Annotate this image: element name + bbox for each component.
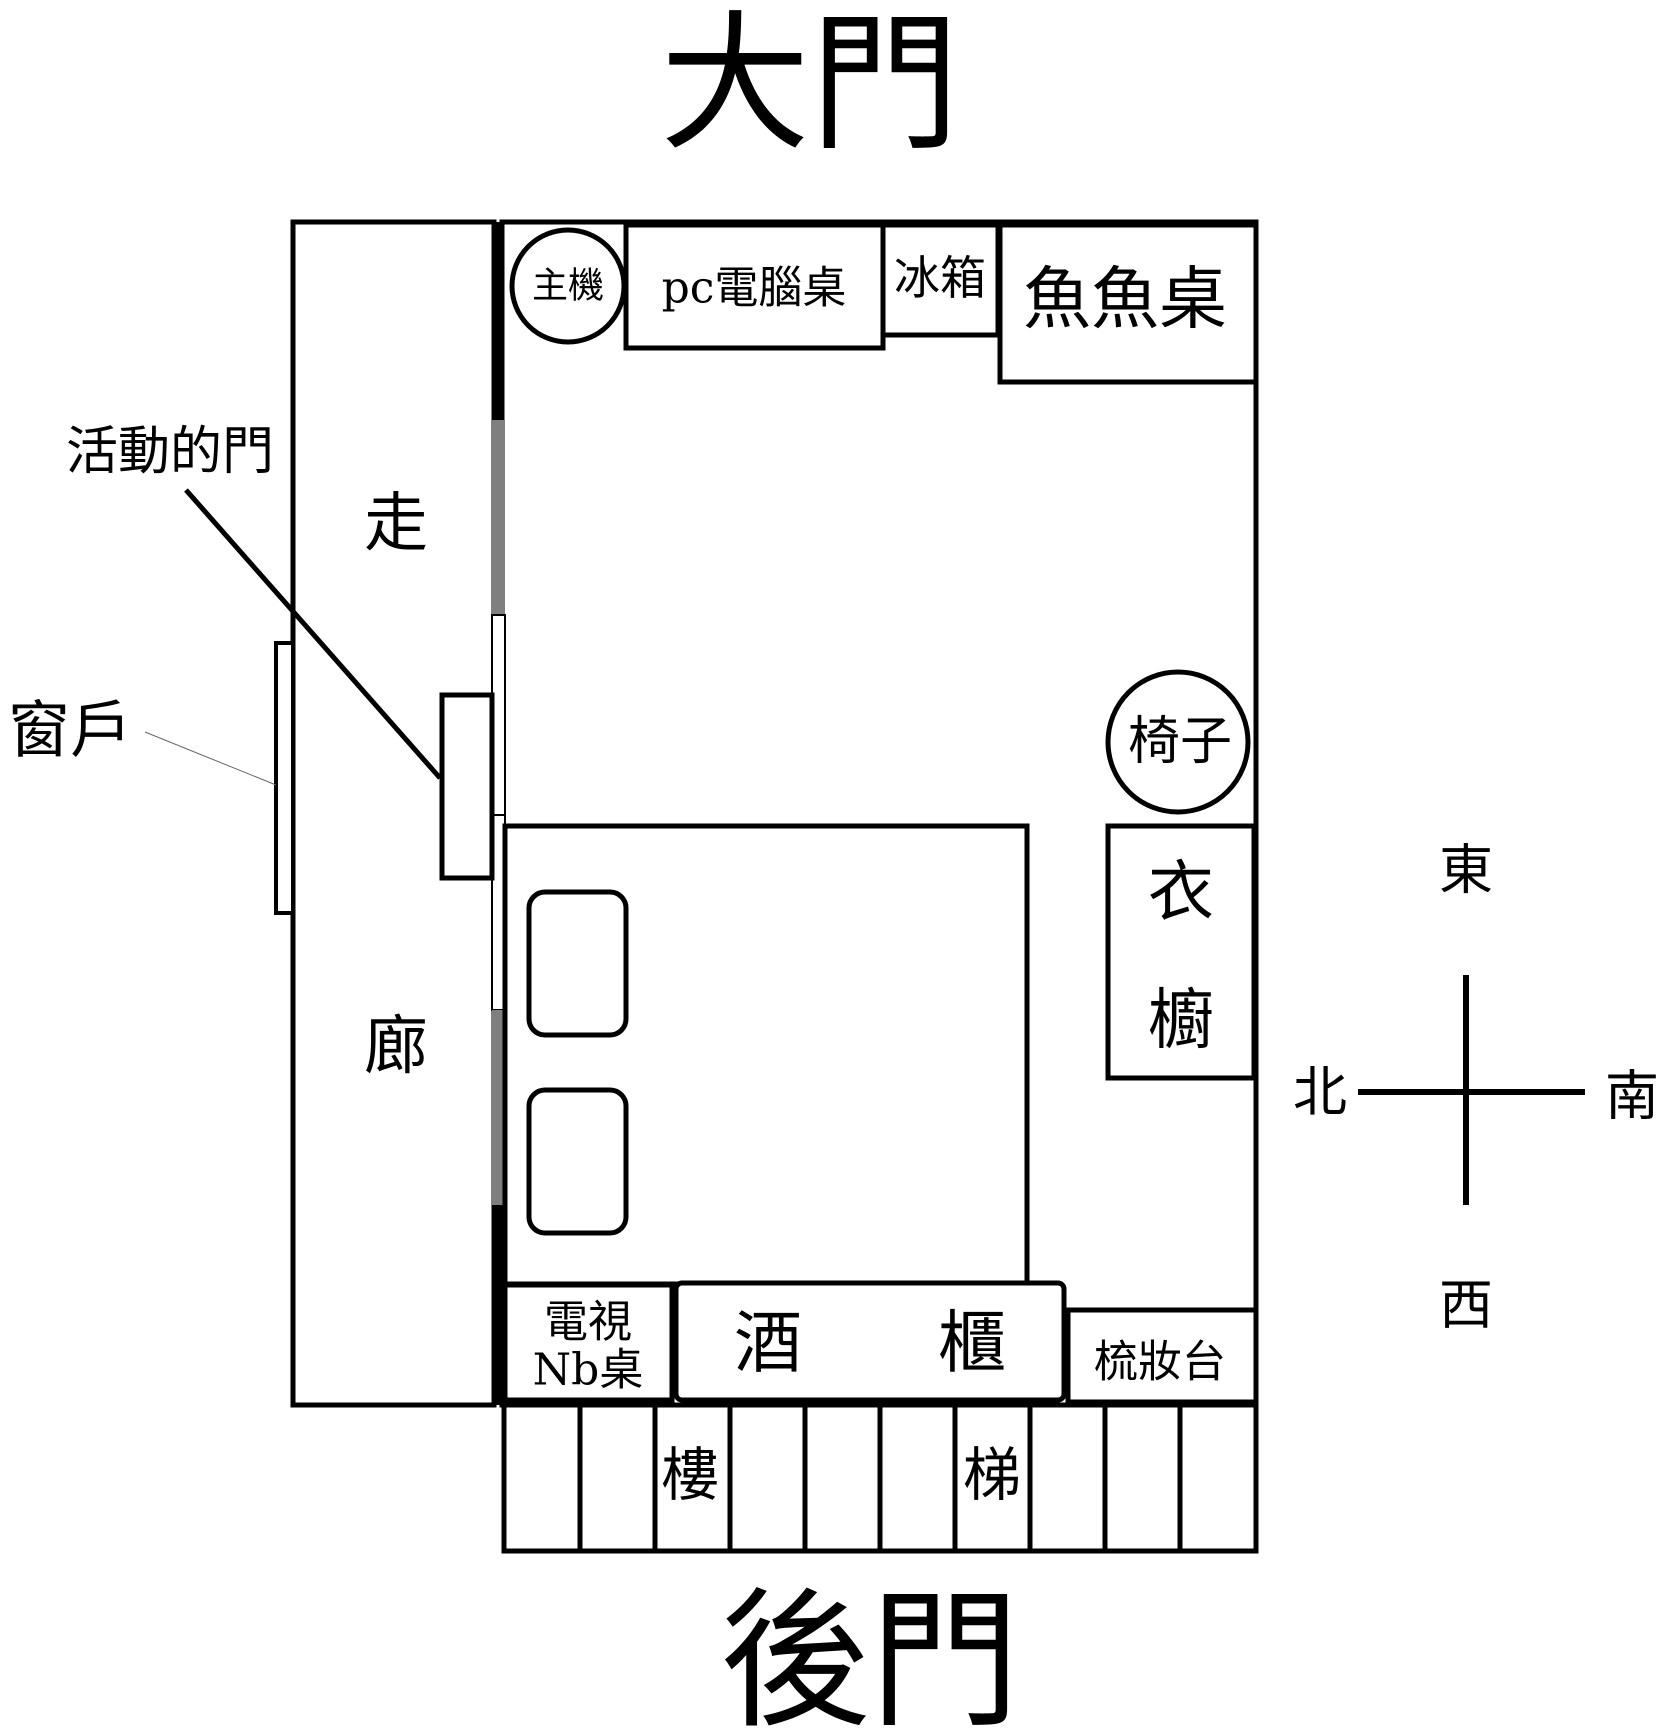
window-leader-line [144,731,277,786]
corridor-label-1: 走 [364,487,428,561]
stairs [501,1402,1259,1554]
wine-cabinet [673,1280,1067,1403]
chair-label: 椅子 [1128,712,1232,772]
tv-desk-label-1: 電視 [544,1297,632,1348]
pillow-upper [526,889,629,1038]
door-panel-lower [492,1010,505,1205]
corridor-label-2: 廊 [364,1010,428,1084]
wardrobe-label-2: 櫥 [1148,982,1214,1059]
fish-table [997,222,1259,385]
door-panel-upper [492,420,505,615]
chair [1105,669,1251,815]
wine-cabinet-label: 酒 櫃 [734,1305,1006,1384]
fridge [880,222,1001,338]
wardrobe-label-1: 衣 [1148,854,1214,931]
tv-desk-label-2: Nb桌 [533,1345,644,1396]
dresser [1065,1307,1259,1405]
dresser-label: 梳妝台 [1094,1337,1226,1388]
pc-desk-label: pc電腦桌 [662,263,847,314]
compass-west-label: 西 [1439,1274,1493,1337]
window [274,641,295,915]
pillow-lower [526,1087,629,1236]
wardrobe [1105,823,1257,1081]
sliding-door-leader-line [184,488,442,780]
stairs-label-1: 樓 [661,1441,719,1509]
sliding-door [439,692,495,881]
compass-south-label: 南 [1605,1065,1659,1128]
tv-desk [502,1282,675,1403]
compass-north-label: 北 [1293,1061,1347,1124]
fridge-label: 冰箱 [894,251,986,305]
sliding-door-label: 活動的門 [66,422,274,482]
stairs-label-2: 梯 [963,1441,1021,1509]
back-door-label: 後門 [720,1575,1020,1733]
fish-table-label: 魚魚桌 [1023,261,1227,340]
main-door-label: 大門 [660,0,960,172]
compass-east-label: 東 [1439,839,1493,902]
compass: 東 西 北 南 [1293,839,1659,1337]
pc-tower-label: 主機 [532,266,604,307]
window-label: 窗戶 [8,694,132,767]
